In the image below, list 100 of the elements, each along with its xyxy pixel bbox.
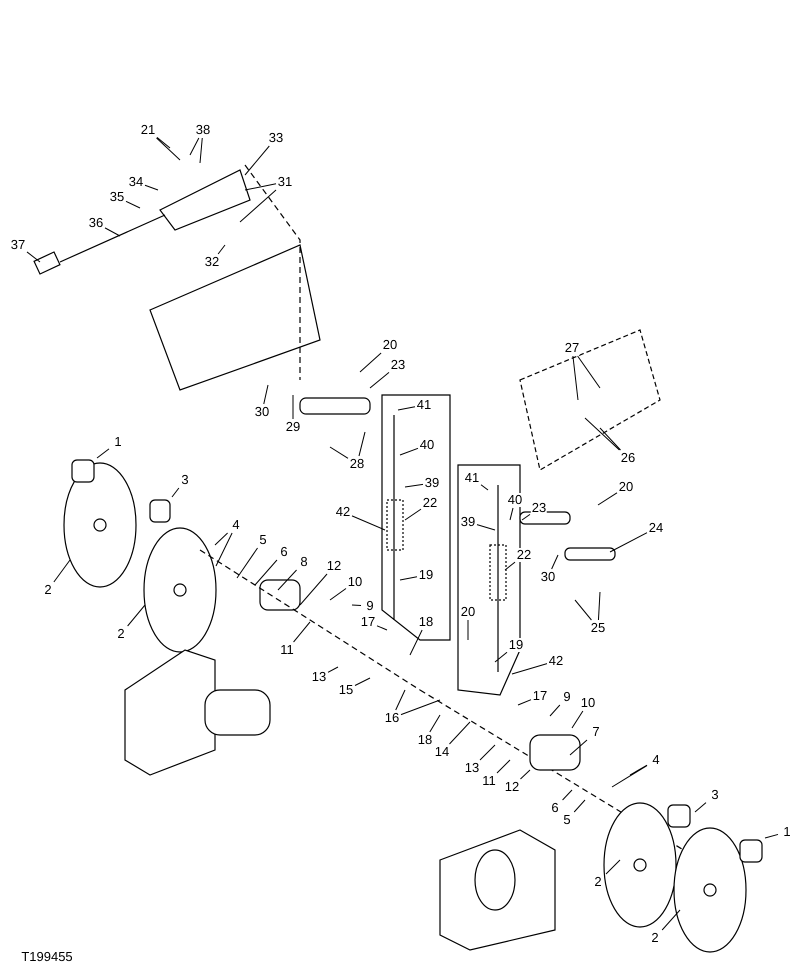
leader-line (263, 384, 268, 404)
leader-line (376, 625, 388, 630)
callout-number: 16 (384, 711, 400, 725)
leader-line (551, 554, 558, 570)
leader-line (518, 699, 532, 706)
leader-line (598, 492, 618, 506)
leader-line (598, 592, 600, 620)
callout-number: 20 (618, 480, 634, 494)
leader-line (126, 200, 140, 208)
callout-number: 11 (481, 774, 497, 788)
leader-line (300, 574, 328, 606)
leader-line (429, 714, 440, 732)
leader-line (352, 604, 362, 606)
callout-number: 12 (504, 780, 520, 794)
leader-line (293, 622, 310, 642)
leader-line (480, 744, 496, 760)
callout-number: 13 (310, 670, 328, 684)
leader-line (360, 352, 382, 372)
callout-number: 31 (276, 175, 294, 189)
callout-number: 6 (550, 801, 560, 815)
leader-line (328, 666, 338, 673)
callout-number: 23 (390, 358, 406, 372)
callout-number: 10 (346, 575, 364, 589)
leader-line (562, 790, 572, 800)
leader-line (358, 432, 366, 456)
callout-number: 41 (464, 471, 480, 485)
leader-line (510, 508, 514, 520)
leader-line (630, 764, 648, 776)
leader-line (292, 394, 294, 420)
callout-number: 40 (506, 493, 524, 507)
leader-line (494, 652, 508, 662)
leader-line (156, 136, 170, 148)
callout-number: 30 (540, 570, 556, 584)
leader-line (496, 760, 510, 774)
callout-number: 10 (580, 696, 596, 710)
callout-number: 6 (279, 545, 289, 559)
callout-number: 23 (530, 501, 548, 515)
callout-number: 21 (140, 123, 156, 137)
leader-line (572, 710, 584, 728)
callout-number: 22 (422, 496, 438, 510)
leader-line (662, 910, 680, 930)
callout-number: 3 (710, 788, 720, 802)
callout-number: 2 (116, 627, 126, 641)
leader-line (610, 532, 648, 552)
leader-line (218, 244, 226, 254)
callout-number: 41 (416, 398, 432, 412)
drawing-number: T199455 (20, 950, 74, 964)
callout-number: 9 (562, 690, 572, 704)
leader-line (584, 418, 620, 450)
callout-number: 39 (424, 476, 440, 490)
callout-number: 13 (464, 761, 480, 775)
leader-line (504, 562, 516, 570)
leader-line (254, 560, 278, 586)
leader-line (520, 770, 530, 780)
callout-number: 34 (128, 175, 144, 189)
leader-line (577, 356, 600, 388)
leader-line (330, 446, 348, 459)
leader-line (400, 700, 440, 716)
callout-number: 15 (338, 683, 354, 697)
leader-line (278, 570, 298, 590)
callout-number: 3 (180, 473, 190, 487)
callout-number: 17 (360, 615, 376, 629)
leader-line (236, 548, 258, 578)
leader-line (352, 515, 386, 530)
callout-number: 24 (648, 521, 664, 535)
leader-line (400, 448, 418, 456)
callout-number: 22 (516, 548, 532, 562)
callout-number: 19 (508, 638, 524, 652)
callout-number: 26 (620, 451, 636, 465)
callout-number: 2 (650, 931, 660, 945)
callout-number: 40 (418, 438, 436, 452)
leader-line (214, 532, 228, 546)
leader-line (244, 146, 270, 176)
callout-number: 42 (334, 505, 352, 519)
leader-line (606, 860, 620, 874)
leader-line (570, 739, 588, 756)
callout-number: 5 (258, 533, 268, 547)
leader-line (53, 560, 70, 582)
callout-number: 33 (268, 131, 284, 145)
callout-number: 25 (590, 621, 606, 635)
leader-line (574, 600, 592, 620)
callout-number: 4 (651, 753, 661, 767)
callout-number: 9 (365, 599, 375, 613)
callout-number: 1 (782, 825, 792, 839)
leader-line (600, 428, 622, 450)
leader-line (550, 704, 560, 716)
callout-number: 17 (532, 689, 548, 703)
leader-line (190, 138, 200, 156)
leader-line (398, 406, 416, 410)
leader-line (330, 588, 346, 600)
callout-number: 28 (348, 457, 366, 471)
leader-line (480, 484, 488, 490)
callout-number: 29 (284, 420, 302, 434)
callout-number: 19 (418, 568, 434, 582)
leader-line (172, 488, 180, 498)
callout-number: 35 (108, 190, 126, 204)
leader-line (144, 184, 158, 190)
leader-line (476, 524, 496, 530)
callout-number: 39 (460, 515, 476, 529)
callout-number: 20 (460, 605, 476, 619)
